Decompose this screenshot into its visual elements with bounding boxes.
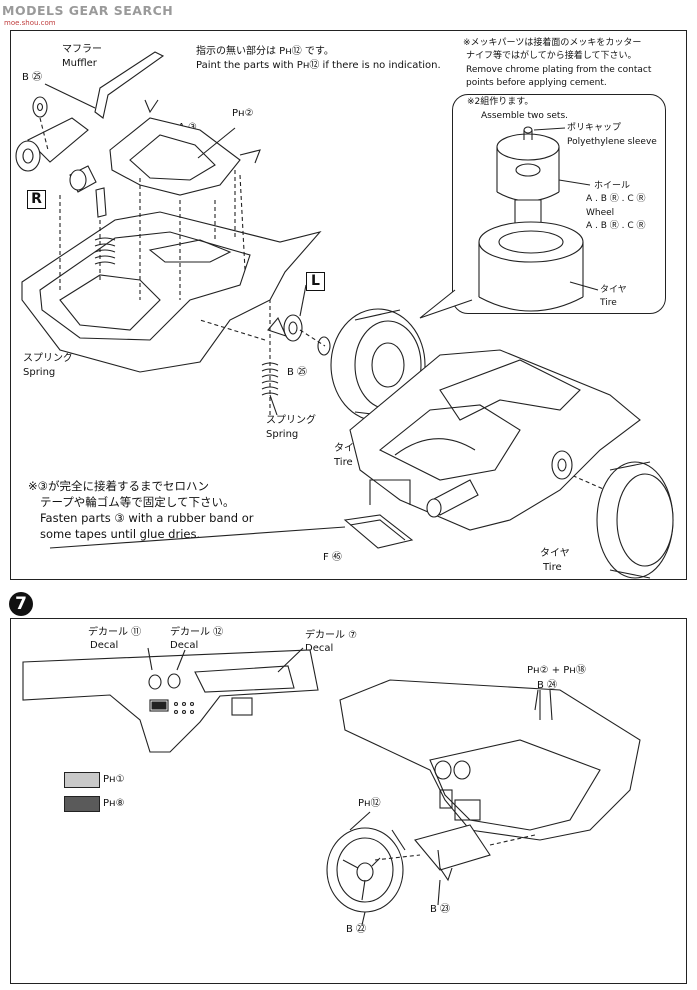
box-r-label: R (27, 190, 46, 209)
wheel-assembly-callout (452, 94, 666, 314)
fasten-note-en2: some tapes until glue dries. (40, 527, 201, 541)
assemble-jp: ※2組作ります。 (467, 97, 534, 107)
chrome-note-jp2: ナイフ等ではがしてから接着して下さい。 (466, 51, 637, 61)
spring-left-jp: スプリング (23, 353, 73, 364)
fasten-note-jp2: テープや輪ゴム等で固定して下さい。 (40, 495, 235, 509)
tire-mid-en: Tire (334, 457, 353, 468)
legend-swatch-dark (64, 796, 100, 812)
poly-cap-en: Polyethylene sleeve (567, 137, 657, 147)
tire-right-jp: タイヤ (540, 548, 570, 559)
wheel-parts: A . B Ⓡ . C Ⓡ (586, 194, 646, 204)
spring-right-en: Spring (266, 429, 299, 440)
part-ph12: Pн⑫ (358, 798, 381, 809)
fasten-note-jp1: ※③が完全に接着するまでセロハン (28, 479, 209, 493)
spring-right-jp: スプリング (266, 415, 316, 426)
paint-note-jp: 指示の無い部分は Pн⑫ です。 (196, 46, 334, 57)
legend-swatch-light (64, 772, 100, 788)
watermark-url: moe.shou.com (4, 19, 56, 27)
chrome-note-jp1: ※メッキパーツは接着面のメッキをカッター (463, 38, 642, 48)
paint-combo: Pн② + Pн⑱ (527, 665, 586, 676)
chrome-note-en1: Remove chrome plating from the contact (466, 65, 652, 75)
wheel-parts2: A . B Ⓡ . C Ⓡ (586, 221, 646, 231)
paint-note-en: Paint the parts with Pн⑫ if there is no … (196, 60, 441, 71)
part-ph2: Pн② (232, 108, 254, 119)
wheel-en: Wheel (586, 208, 615, 218)
part-f45: F ㊺ (323, 552, 342, 563)
decal11-en: Decal (90, 640, 119, 651)
chrome-note-en2: points before applying cement. (466, 78, 607, 88)
decal7-en: Decal (305, 643, 334, 654)
legend-label-light: Pн① (103, 774, 125, 785)
decal7-jp: デカール ⑦ (305, 630, 358, 641)
decal12-en: Decal (170, 640, 199, 651)
wheel-jp: ホイール (594, 181, 631, 191)
tire-right-en: Tire (543, 562, 562, 573)
fasten-note-en1: Fasten parts ③ with a rubber band or (40, 511, 254, 525)
step-number-7: 7 (9, 592, 33, 616)
part-b25-top: B ㉕ (22, 72, 43, 83)
decal11-jp: デカール ⑪ (88, 627, 142, 638)
part-b23: B ㉓ (430, 904, 451, 915)
part-b25-mid: B ㉕ (287, 367, 308, 378)
part-b24: B ㉔ (537, 680, 558, 691)
tire-callout-jp: タイヤ (600, 285, 627, 295)
assemble-en: Assemble two sets. (481, 111, 569, 121)
tire-callout-en: Tire (600, 298, 617, 308)
spring-left-en: Spring (23, 367, 56, 378)
muffler-label-jp: マフラー (62, 44, 102, 55)
watermark-logo: MODELS GEAR SEARCH (2, 3, 174, 18)
part-b22: B ㉒ (346, 924, 367, 935)
box-l-label: L (306, 272, 325, 291)
poly-cap-jp: ポリキャップ (567, 123, 622, 133)
tire-mid-jp: タイヤ (334, 443, 364, 454)
legend-label-dark: Pн⑧ (103, 798, 125, 809)
muffler-label-en: Muffler (62, 58, 97, 69)
decal12-jp: デカール ⑫ (170, 627, 224, 638)
